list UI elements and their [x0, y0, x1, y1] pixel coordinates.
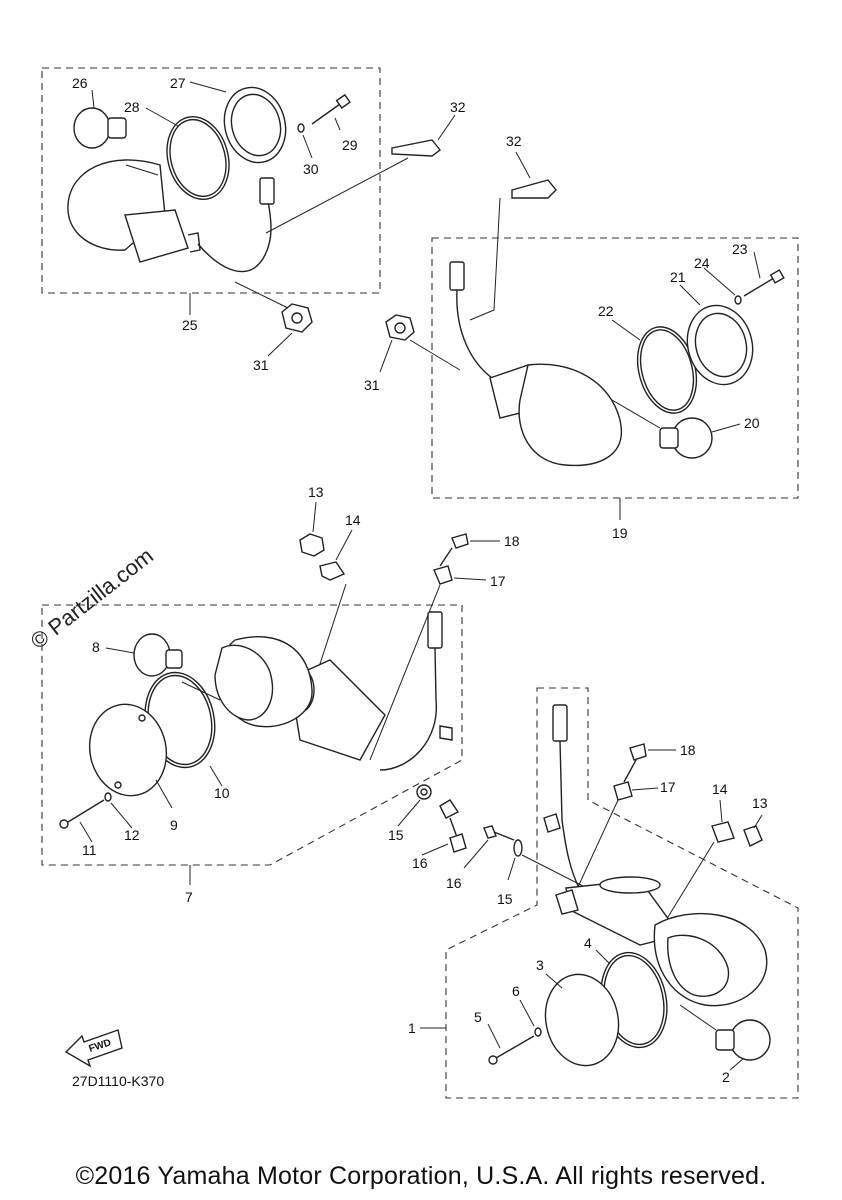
- callout-10: 10: [214, 785, 230, 801]
- callout-13-lower: 13: [752, 795, 768, 811]
- callout-28: 28: [124, 99, 140, 115]
- callout-27: 27: [170, 75, 186, 91]
- copyright-notice: ©2016 Yamaha Motor Corporation, U.S.A. A…: [75, 1162, 767, 1190]
- callout-4: 4: [584, 935, 592, 951]
- callout-32-top-right: 32: [506, 133, 522, 149]
- callout-19: 19: [612, 525, 628, 541]
- callout-17-upper: 17: [490, 573, 506, 589]
- callout-31-right: 31: [364, 377, 380, 393]
- callout-11: 11: [82, 842, 97, 858]
- callout-25: 25: [182, 317, 198, 333]
- callout-labels: 26 27 28 29 30 32 25 31 32 23 24 21 22 3…: [72, 75, 768, 1085]
- callout-23: 23: [732, 241, 748, 257]
- callout-14-upper: 14: [345, 512, 361, 528]
- callout-3: 3: [536, 957, 544, 973]
- callout-18-upper: 18: [504, 533, 520, 549]
- callout-6: 6: [512, 983, 520, 999]
- callout-22: 22: [598, 303, 614, 319]
- callout-17-lower: 17: [660, 779, 676, 795]
- callout-20: 20: [744, 415, 760, 431]
- callout-7: 7: [185, 889, 193, 905]
- callout-30: 30: [303, 161, 319, 177]
- fwd-arrow-icon: FWD: [64, 1029, 123, 1068]
- callout-31-left: 31: [253, 357, 269, 373]
- assembly-1: [420, 687, 799, 1099]
- callout-9: 9: [170, 817, 178, 833]
- callout-21: 21: [670, 269, 686, 285]
- assembly-25: [41, 67, 456, 357]
- callout-15-left: 15: [388, 827, 404, 843]
- callout-24: 24: [694, 255, 710, 271]
- callout-2: 2: [722, 1069, 730, 1085]
- callout-14-lower: 14: [712, 781, 728, 797]
- watermark-text: © Partzilla.com: [26, 543, 158, 654]
- callout-12: 12: [124, 827, 140, 843]
- assembly-19: [379, 151, 799, 520]
- callout-26: 26: [72, 75, 88, 91]
- callout-18-lower: 18: [680, 742, 696, 758]
- callout-1: 1: [408, 1020, 416, 1036]
- assembly-7: [41, 501, 500, 885]
- callout-8: 8: [92, 639, 100, 655]
- diagram-code: 27D1110-K370: [72, 1073, 165, 1089]
- callout-32-top-left: 32: [450, 99, 466, 115]
- callout-13-upper: 13: [308, 484, 324, 500]
- callout-5: 5: [474, 1009, 482, 1025]
- callout-16-right: 16: [446, 875, 462, 891]
- callout-15-right: 15: [497, 891, 513, 907]
- callout-29: 29: [342, 137, 358, 153]
- callout-16-left: 16: [412, 855, 428, 871]
